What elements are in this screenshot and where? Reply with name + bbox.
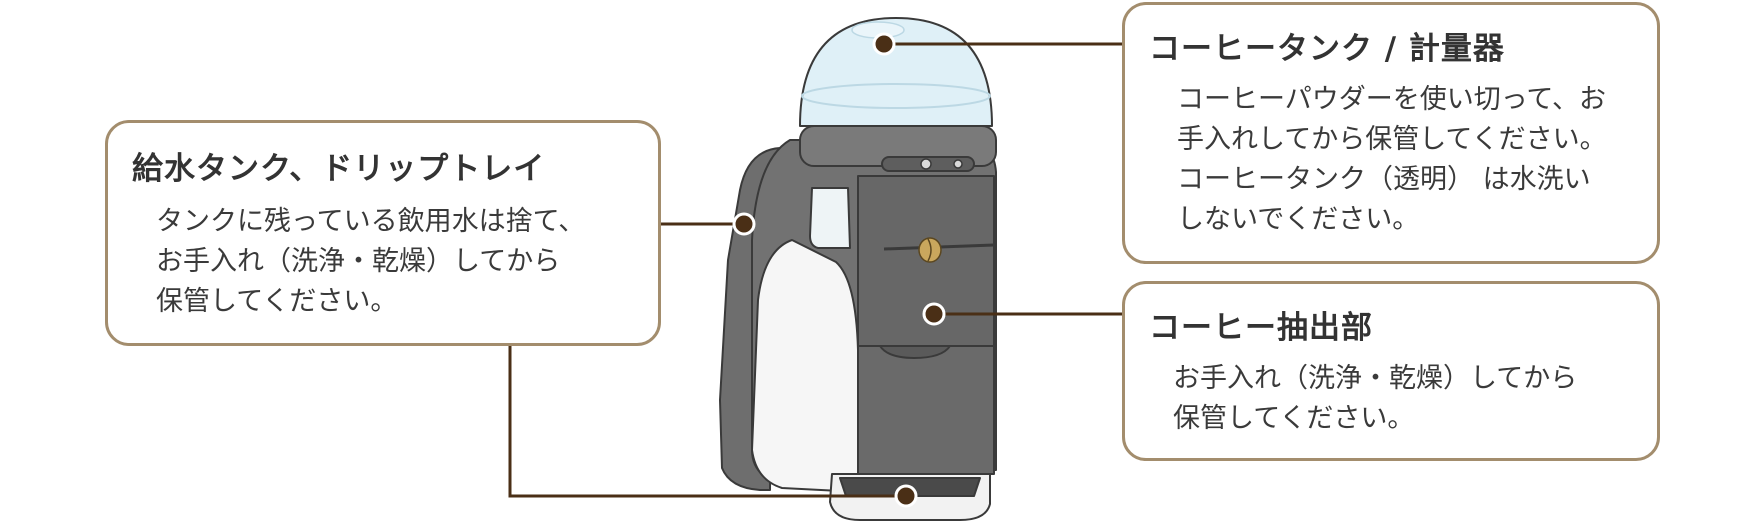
callout-body: お手入れ（洗浄・乾燥）してから 保管してください。 — [1149, 359, 1633, 439]
cup-bay — [857, 345, 995, 475]
callout-title: コーヒー抽出部 — [1149, 310, 1373, 346]
callout-extraction: コーヒー抽出部 お手入れ（洗浄・乾燥）してから 保管してください。 — [1122, 281, 1660, 461]
callout-title: 給水タンク、ドリップトレイ — [132, 151, 546, 187]
callout-line: お手入れ（洗浄・乾燥）してから — [1173, 363, 1578, 395]
power-button — [920, 158, 932, 170]
dot-water-tank — [732, 212, 756, 236]
dot-drip-tray — [894, 484, 918, 508]
callout-line: お手入れ（洗浄・乾燥）してから — [156, 246, 561, 278]
dot-coffee-tank — [872, 32, 896, 56]
water-level-window — [809, 187, 851, 249]
callout-coffee-tank: コーヒータンク / 計量器 コーヒーパウダーを使い切って、お 手入れしてから保管… — [1122, 2, 1660, 264]
coffee-bean-icon — [918, 237, 942, 263]
brew-button — [953, 159, 963, 169]
callout-water-tank: 給水タンク、ドリップトレイ タンクに残っている飲用水は捨て、 お手入れ（洗浄・乾… — [105, 120, 661, 346]
callout-body: コーヒーパウダーを使い切って、お 手入れしてから保管してください。 コーヒータン… — [1149, 80, 1633, 240]
callout-line: 保管してください。 — [1173, 403, 1415, 435]
callout-line: しないでください。 — [1177, 204, 1420, 236]
callout-line: タンクに残っている飲用水は捨て、 — [156, 206, 586, 238]
callout-body: タンクに残っている飲用水は捨て、 お手入れ（洗浄・乾燥）してから 保管してくださ… — [132, 202, 634, 322]
callout-line: コーヒーパウダーを使い切って、お — [1177, 84, 1607, 116]
callout-line: 手入れしてから保管してください。 — [1177, 124, 1607, 156]
leader-lines — [508, 42, 1122, 498]
leader-dots — [732, 32, 946, 508]
front-panel — [751, 239, 861, 493]
spout — [879, 345, 951, 359]
callout-title: コーヒータンク / 計量器 — [1149, 31, 1505, 67]
coffee-machine — [719, 17, 997, 521]
leader-drip-tray — [508, 346, 906, 498]
callout-line: 保管してください。 — [156, 286, 398, 318]
callout-line: コーヒータンク（透明） は水洗い — [1177, 164, 1591, 196]
dot-extraction — [922, 302, 946, 326]
coffee-bean-crease — [927, 238, 932, 262]
dome-rim-light — [801, 83, 991, 109]
